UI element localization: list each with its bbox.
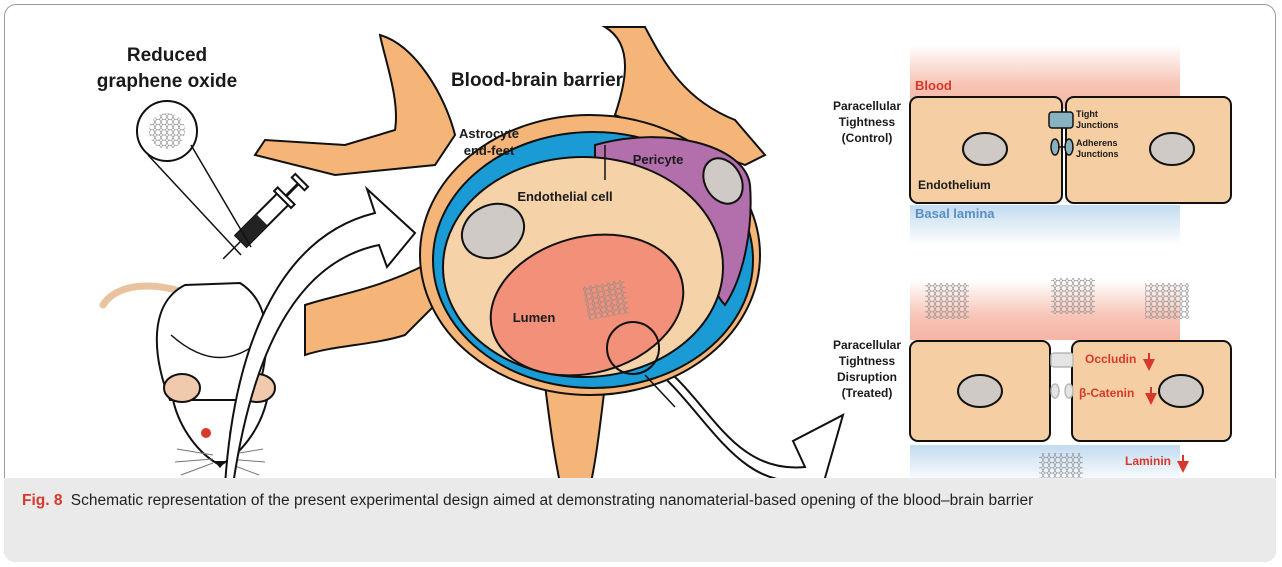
treated-side-line1: Paracellular xyxy=(833,338,901,352)
astrocyte-label-line1: Astrocyte xyxy=(459,126,519,141)
adherens-label-line1: Adherens xyxy=(1076,138,1118,148)
graphene-particle-icon xyxy=(1051,278,1095,314)
material-label-line2: graphene oxide xyxy=(97,71,237,92)
control-side-line3: (Control) xyxy=(842,131,893,145)
magnifier-graphene-icon xyxy=(137,101,251,255)
catenin-label: β-Catenin xyxy=(1079,386,1134,400)
control-side-line1: Paracellular xyxy=(833,99,901,113)
adherens-junction-icon xyxy=(1051,139,1059,155)
endothelium-label: Endothelium xyxy=(918,178,991,192)
graphene-particle-icon xyxy=(1145,283,1189,319)
figure-caption: Fig. 8 Schematic representation of the p… xyxy=(4,478,1276,562)
astrocyte-label-line2: end-feet xyxy=(464,143,515,158)
treated-side-line4: (Treated) xyxy=(842,386,893,400)
syringe-icon xyxy=(215,172,310,267)
occludin-label: Occludin xyxy=(1085,352,1136,366)
laminin-label: Laminin xyxy=(1125,454,1171,468)
treated-panel xyxy=(910,278,1231,483)
adherens-label-line2: Junctions xyxy=(1076,149,1119,159)
bbb-title: Blood-brain barrier xyxy=(451,70,624,91)
basal-lamina-label: Basal lamina xyxy=(915,206,995,221)
treated-side-line2: Tightness xyxy=(839,354,896,368)
control-side-line2: Tightness xyxy=(839,115,896,129)
endothelial-label: Endothelial cell xyxy=(517,189,612,204)
pericyte-label: Pericyte xyxy=(633,152,684,167)
tight-label-line2: Junctions xyxy=(1076,120,1119,130)
tight-label-line1: Tight xyxy=(1076,109,1098,119)
material-label-line1: Reduced xyxy=(127,45,207,66)
tight-junction-icon xyxy=(1049,112,1073,128)
graphene-particle-icon xyxy=(925,283,969,319)
lumen-label: Lumen xyxy=(513,310,556,325)
caption-label: Fig. 8 xyxy=(22,492,62,509)
caption-text: Schematic representation of the present … xyxy=(71,492,1033,509)
treated-side-line3: Disruption xyxy=(837,370,897,384)
blood-label: Blood xyxy=(915,78,952,93)
